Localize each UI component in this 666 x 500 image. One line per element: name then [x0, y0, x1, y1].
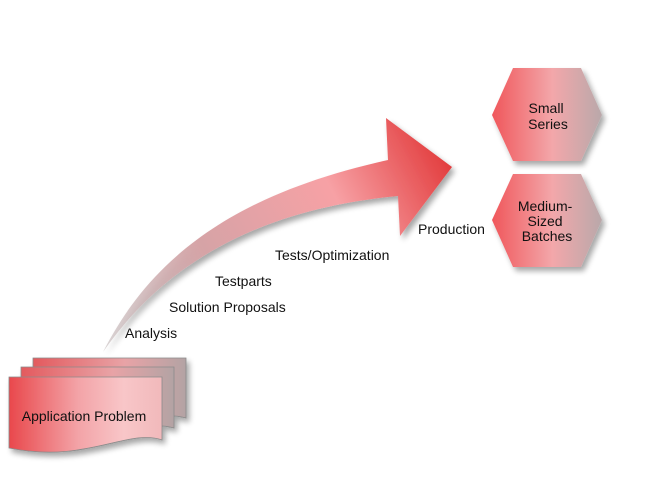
- step-label-testparts: Testparts: [215, 273, 272, 289]
- application-problem-document: [8, 357, 187, 453]
- step-label-analysis: Analysis: [125, 325, 177, 341]
- small-series-label: Small Series: [528, 100, 568, 132]
- step-label-tests-optimization: Tests/Optimization: [275, 247, 389, 263]
- medium-sized-batches-hexagon: [492, 174, 602, 267]
- step-label-production: Production: [418, 221, 485, 237]
- growth-arrow: [103, 118, 452, 352]
- step-label-solution-proposals: Solution Proposals: [169, 299, 286, 315]
- small-series-hexagon: [492, 68, 602, 161]
- application-problem-label: Application Problem: [22, 408, 147, 424]
- document-sheet-front: [8, 376, 163, 453]
- medium-sized-batches-label: Medium- Sized Batches: [518, 198, 576, 244]
